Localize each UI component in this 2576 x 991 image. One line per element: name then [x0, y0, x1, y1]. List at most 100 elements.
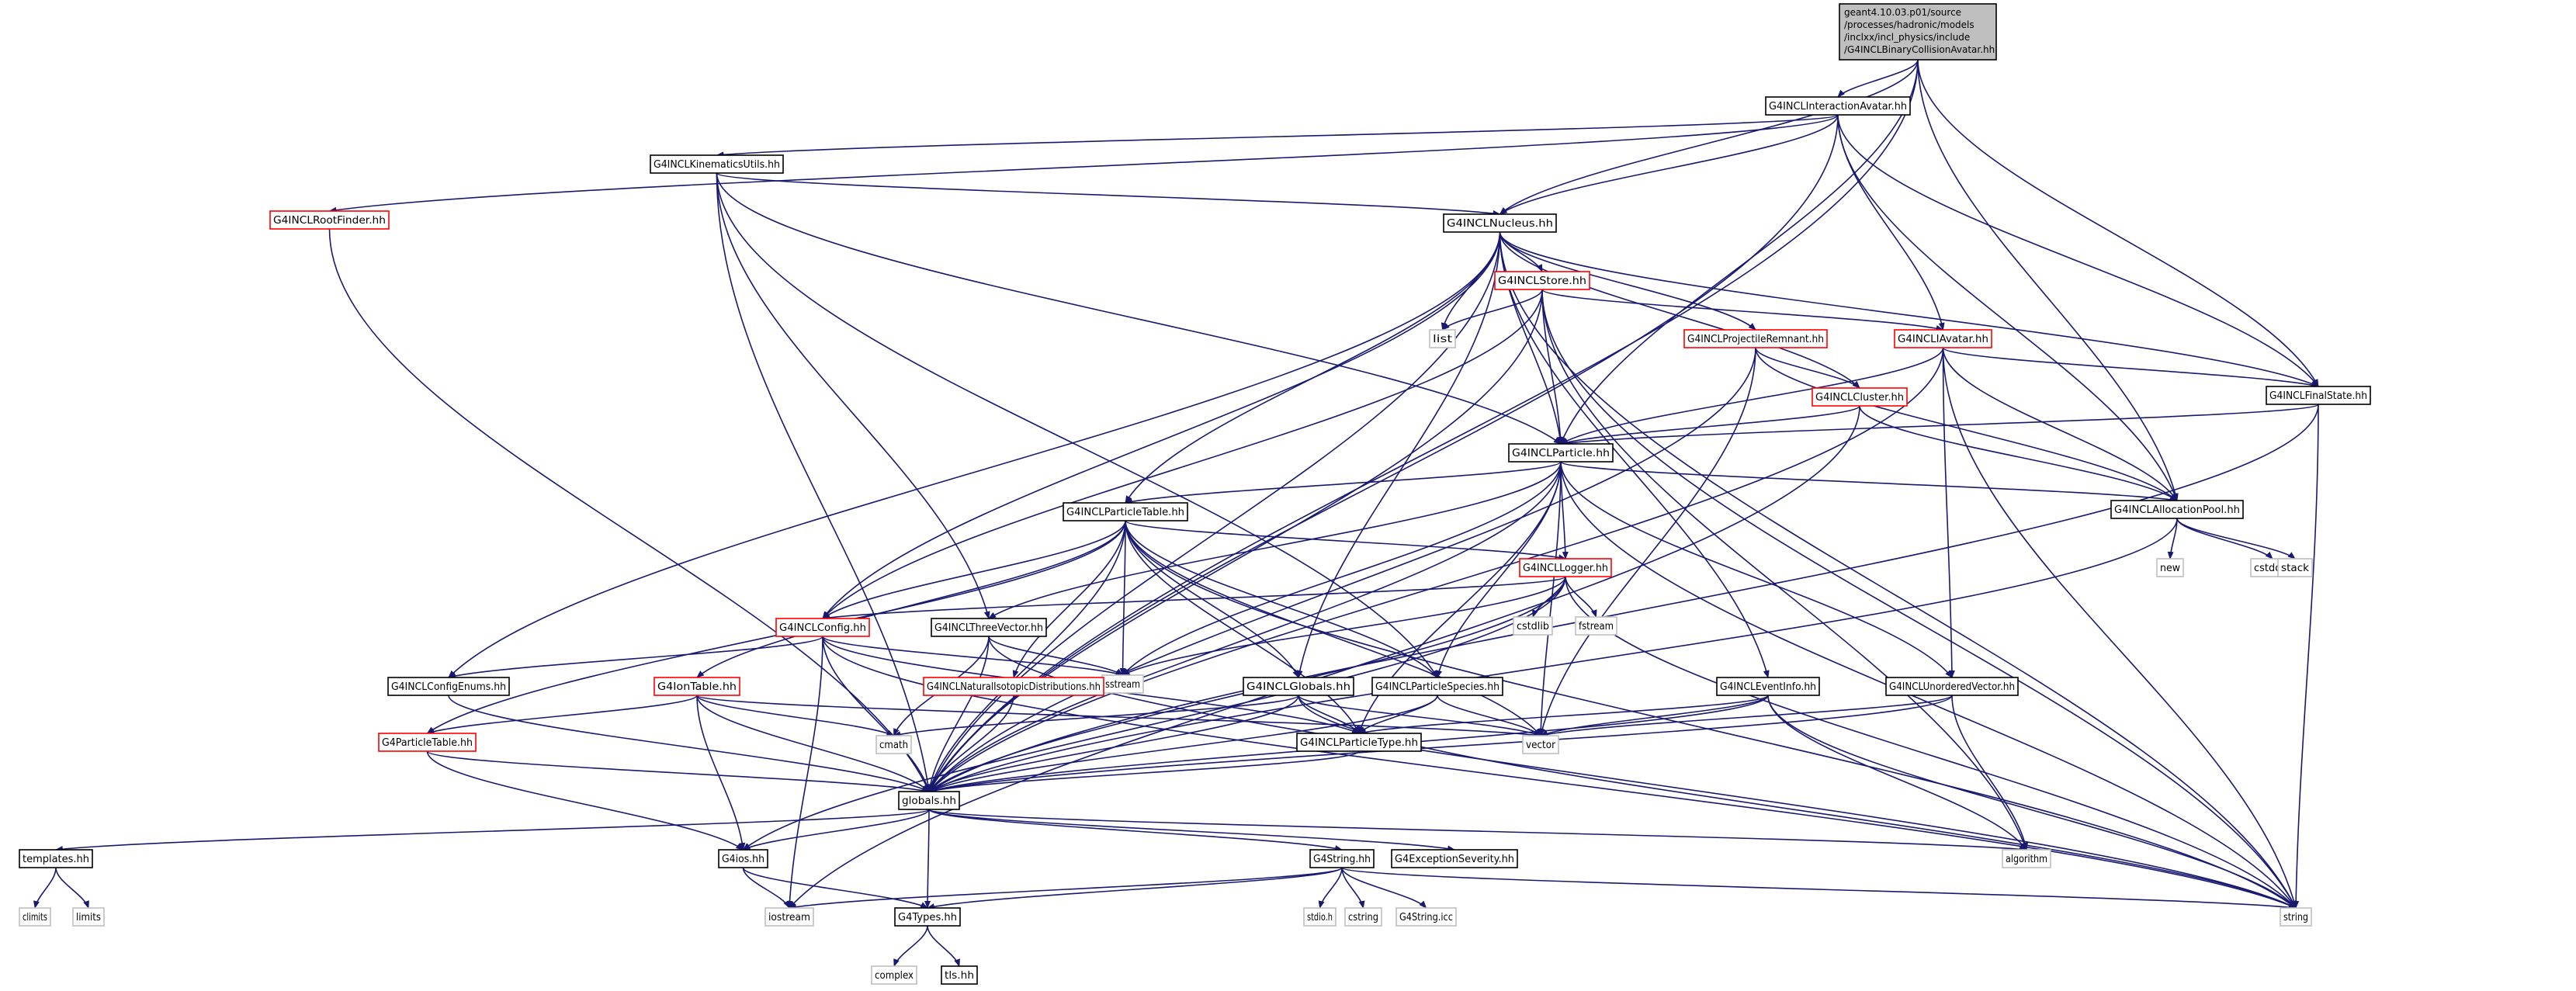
node-cluster[interactable]: G4INCLCluster.hh: [1812, 387, 1908, 407]
node-box-g4ios[interactable]: [718, 849, 768, 868]
node-particlespecies[interactable]: G4INCLParticleSpecies.hh: [1371, 677, 1503, 696]
node-g4types[interactable]: G4Types.hh: [894, 907, 961, 927]
node-box-projrem[interactable]: [1683, 329, 1828, 348]
node-box-particletable[interactable]: [1063, 502, 1188, 521]
node-fstream[interactable]: fstream: [1575, 616, 1617, 636]
node-globals[interactable]: globals.hh: [898, 791, 960, 810]
node-box-algorithm[interactable]: [2002, 849, 2051, 868]
node-box-list[interactable]: [1429, 329, 1456, 348]
edge-logger-to-fstream: [1565, 576, 1597, 618]
node-box-particlespecies[interactable]: [1371, 677, 1503, 696]
node-allocpool[interactable]: G4INCLAllocationPool.hh: [2110, 500, 2244, 519]
node-box-new[interactable]: [2156, 558, 2184, 577]
node-complex[interactable]: complex: [871, 965, 917, 985]
node-box-climits[interactable]: [19, 907, 51, 927]
node-inclglobals[interactable]: G4INCLGlobals.hh: [1243, 677, 1354, 696]
node-cmath[interactable]: cmath: [875, 735, 912, 754]
node-box-iontable[interactable]: [654, 677, 740, 696]
node-stdioh[interactable]: stdio.h: [1303, 907, 1337, 927]
node-box-configenums[interactable]: [387, 677, 510, 696]
node-box-store[interactable]: [1494, 271, 1590, 290]
node-cstring[interactable]: cstring: [1344, 907, 1382, 927]
node-g4stringicc[interactable]: G4String.icc: [1395, 907, 1457, 927]
node-box-allocpool[interactable]: [2110, 500, 2244, 519]
node-box-eventinfo[interactable]: [1716, 677, 1820, 696]
node-kinematics[interactable]: G4INCLKinematicsUtils.hh: [650, 154, 784, 174]
node-config[interactable]: G4INCLConfig.hh: [775, 618, 870, 637]
node-box-unordvec[interactable]: [1885, 677, 2019, 696]
node-box-tlshh[interactable]: [941, 965, 978, 985]
node-label-iavatar: G4INCLIAvatar.hh: [1898, 334, 1988, 345]
node-finalstate[interactable]: G4INCLFinalState.hh: [2266, 386, 2371, 405]
node-vector[interactable]: vector: [1522, 735, 1559, 754]
node-new[interactable]: new: [2156, 558, 2184, 577]
node-particletype[interactable]: G4INCLParticleType.hh: [1296, 733, 1422, 752]
node-box-finalstate[interactable]: [2266, 386, 2371, 405]
node-iavatar[interactable]: G4INCLIAvatar.hh: [1894, 329, 1992, 348]
node-box-cmath[interactable]: [875, 735, 912, 754]
node-box-rootfinder[interactable]: [269, 210, 390, 230]
node-particletable[interactable]: G4INCLParticleTable.hh: [1063, 502, 1188, 521]
node-box-globals[interactable]: [898, 791, 960, 810]
node-threevector[interactable]: G4INCLThreeVector.hh: [931, 618, 1047, 637]
dependency-edges: [33, 59, 2319, 967]
node-box-string[interactable]: [2280, 907, 2312, 927]
node-algorithm[interactable]: algorithm: [2002, 849, 2051, 868]
node-store[interactable]: G4INCLStore.hh: [1494, 271, 1590, 290]
node-natiso[interactable]: G4INCLNaturalIsotopicDistributions.hh: [923, 677, 1104, 696]
node-box-fstream[interactable]: [1575, 616, 1617, 636]
node-box-kinematics[interactable]: [650, 154, 784, 174]
node-exceptsev[interactable]: G4ExceptionSeverity.hh: [1391, 849, 1518, 868]
node-box-natiso[interactable]: [923, 677, 1104, 696]
node-box-stdioh[interactable]: [1303, 907, 1337, 927]
node-rootfinder[interactable]: G4INCLRootFinder.hh: [269, 210, 390, 230]
node-particle[interactable]: G4INCLParticle.hh: [1508, 443, 1614, 463]
node-sstream[interactable]: sstream: [1101, 674, 1144, 694]
node-iontable[interactable]: G4IonTable.hh: [654, 677, 740, 696]
node-interaction[interactable]: G4INCLInteractionAvatar.hh: [1765, 96, 1911, 116]
node-unordvec[interactable]: G4INCLUnorderedVector.hh: [1885, 677, 2019, 696]
node-box-g4stringicc[interactable]: [1395, 907, 1457, 927]
node-limits[interactable]: limits: [72, 907, 105, 927]
node-box-vector[interactable]: [1522, 735, 1559, 754]
node-box-iavatar[interactable]: [1894, 329, 1992, 348]
node-box-limits[interactable]: [72, 907, 105, 927]
node-box-g4string[interactable]: [1309, 849, 1375, 868]
node-cstdlib[interactable]: cstdlib: [1513, 616, 1553, 636]
node-g4string[interactable]: G4String.hh: [1309, 849, 1375, 868]
node-box-exceptsev[interactable]: [1391, 849, 1518, 868]
node-iostream[interactable]: iostream: [764, 907, 814, 927]
node-box-templates[interactable]: [19, 849, 93, 868]
node-box-particle[interactable]: [1508, 443, 1614, 463]
node-eventinfo[interactable]: G4INCLEventInfo.hh: [1716, 677, 1820, 696]
node-g4ios[interactable]: G4ios.hh: [718, 849, 768, 868]
node-box-threevector[interactable]: [931, 618, 1047, 637]
node-g4particletable[interactable]: G4ParticleTable.hh: [378, 733, 477, 752]
node-box-cstring[interactable]: [1344, 907, 1382, 927]
node-box-cstdlib[interactable]: [1513, 616, 1553, 636]
node-box-root[interactable]: [1839, 3, 1997, 61]
node-string[interactable]: string: [2280, 907, 2312, 927]
node-climits[interactable]: climits: [19, 907, 51, 927]
node-configenums[interactable]: G4INCLConfigEnums.hh: [387, 677, 510, 696]
node-box-g4particletable[interactable]: [378, 733, 477, 752]
node-nucleus[interactable]: G4INCLNucleus.hh: [1443, 213, 1557, 233]
node-templates[interactable]: templates.hh: [19, 849, 93, 868]
node-stack[interactable]: stack: [2277, 558, 2313, 577]
node-box-config[interactable]: [775, 618, 870, 637]
node-list[interactable]: list: [1429, 329, 1456, 348]
node-box-cluster[interactable]: [1812, 387, 1908, 407]
node-projrem[interactable]: G4INCLProjectileRemnant.hh: [1683, 329, 1828, 348]
node-logger[interactable]: G4INCLLogger.hh: [1519, 558, 1612, 577]
node-box-stack[interactable]: [2277, 558, 2313, 577]
node-box-complex[interactable]: [871, 965, 917, 985]
node-box-interaction[interactable]: [1765, 96, 1911, 116]
node-box-inclglobals[interactable]: [1243, 677, 1354, 696]
node-box-particletype[interactable]: [1296, 733, 1422, 752]
node-box-nucleus[interactable]: [1443, 213, 1557, 233]
node-box-logger[interactable]: [1519, 558, 1612, 577]
node-tlshh[interactable]: tls.hh: [941, 965, 978, 985]
node-box-g4types[interactable]: [894, 907, 961, 927]
node-box-iostream[interactable]: [764, 907, 814, 927]
node-root[interactable]: geant4.10.03.p01/source/processes/hadron…: [1839, 3, 1997, 61]
